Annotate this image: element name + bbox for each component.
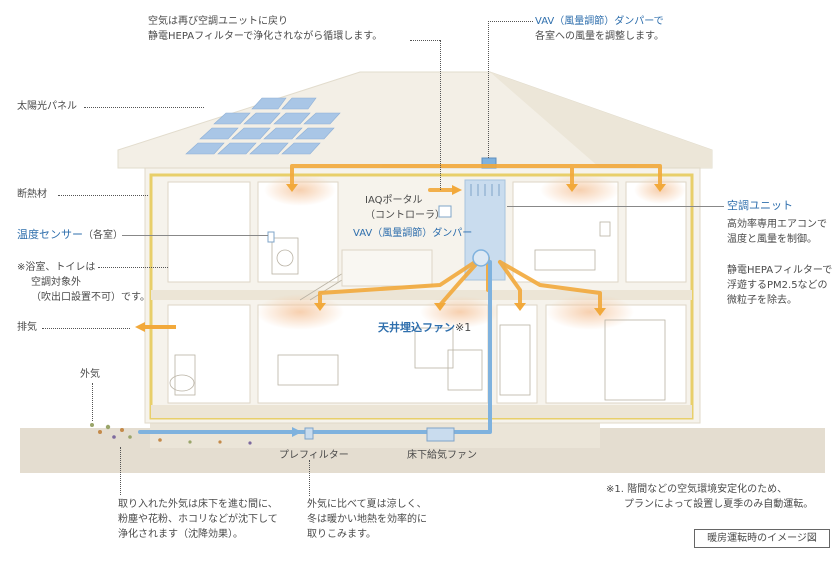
- footnote: ※1. 階間などの空気環境安定化のため、 プランによって設置し夏季のみ自動運転。: [606, 482, 813, 512]
- leader-vav-top: [488, 21, 533, 22]
- room-upper-1: [167, 181, 251, 283]
- bathroom-note: ※浴室、トイレは 空調対象外 （吹出口設置不可）です。: [17, 260, 150, 305]
- exhaust-label: 排気: [17, 322, 37, 333]
- intake-note-line-2: 粉塵や花粉、ホコリなどが沈下して: [118, 514, 278, 525]
- ac-desc-line-2: 温度と風量を制御。: [727, 234, 817, 245]
- solar-label: 太陽光パネル: [17, 101, 77, 112]
- vav-top-line-1: VAV（風量調節）ダンパーで: [535, 16, 664, 27]
- underfloor-fan: [426, 427, 455, 442]
- hepa-desc-line-3: 微粒子を除去。: [727, 295, 797, 306]
- geo-note-line-2: 冬は暖かい地熱を効率的に: [307, 514, 427, 525]
- leader-bathroom: [98, 267, 168, 268]
- bathroom-note-line-1: ※浴室、トイレは: [17, 262, 96, 273]
- temp-sensor-main: 温度センサー: [17, 228, 83, 241]
- iaq-line-1: IAQポータル: [365, 195, 423, 206]
- leader-temp-sensor: [122, 235, 268, 236]
- ac-desc: 高効率専用エアコンで 温度と風量を制御。: [727, 217, 827, 247]
- leader-vav-top-v: [488, 21, 489, 158]
- geo-note-line-3: 取りこみます。: [307, 529, 376, 540]
- vav-top-line-2: 各室への風量を調整します。: [535, 31, 664, 42]
- intake-note-line-3: 浄化されます（沈降効果）。: [118, 529, 243, 540]
- ac-desc-line-1: 高効率専用エアコンで: [727, 219, 827, 230]
- geo-note-line-1: 外気に比べて夏は涼しく、: [307, 499, 427, 510]
- vav-top-label: VAV（風量調節）ダンパーで 各室への風量を調整します。: [535, 14, 664, 44]
- insulation-label: 断熱材: [17, 189, 47, 200]
- warm-ducts: [290, 164, 662, 312]
- return-air-label: 空気は再び空調ユニットに戻り 静電HEPAフィルターで浄化されながら循環します。: [148, 14, 382, 44]
- room-lower-3: [496, 304, 538, 404]
- room-lower-1: [167, 304, 251, 404]
- iaq-label: IAQポータル （コントローラ）: [365, 193, 445, 223]
- temp-sensor-label: 温度センサー（各室）: [17, 227, 123, 243]
- bathroom-note-line-2: 空調対象外: [31, 277, 81, 288]
- footnote-line-1: ※1. 階間などの空気環境安定化のため、: [606, 484, 788, 495]
- hepa-desc: 静電HEPAフィルターで 浮遊するPM2.5などの 微粒子を除去。: [727, 263, 832, 308]
- temp-sensor-sub: （各室）: [83, 230, 123, 241]
- cool-arrowhead: [292, 427, 302, 437]
- prefilter-label: プレフィルター: [279, 450, 349, 461]
- hepa-desc-line-1: 静電HEPAフィルターで: [727, 265, 833, 276]
- leader-insulation: [58, 195, 148, 196]
- leader-ac-unit: [507, 206, 724, 207]
- cool-duct: [138, 260, 492, 434]
- leader-return-air-v: [440, 40, 441, 190]
- ac-unit-label: 空調ユニット: [727, 199, 793, 212]
- intake-note: 取り入れた外気は床下を進む間に、 粉塵や花粉、ホコリなどが沈下して 浄化されます…: [118, 497, 278, 542]
- iaq-portal: [438, 205, 452, 218]
- bathroom-note-line-3: （吹出口設置不可）です。: [31, 292, 150, 303]
- leader-outside-air: [92, 383, 93, 421]
- solar-panels: [185, 97, 341, 155]
- warm-arrowheads: [135, 184, 666, 332]
- stair-void: [341, 249, 433, 287]
- underfloor-fan-label: 床下給気ファン: [407, 450, 477, 461]
- temp-sensor: [267, 231, 275, 243]
- floor-slab-lower: [151, 405, 692, 418]
- roof-gable-right: [490, 72, 712, 168]
- leader-geo: [309, 460, 310, 496]
- ceiling-fan-label: 天井埋込ファン※1: [378, 320, 471, 335]
- vav-damper: [472, 249, 490, 267]
- leader-intake: [120, 447, 121, 495]
- outside-air-label: 外気: [80, 369, 100, 380]
- geo-note: 外気に比べて夏は涼しく、 冬は暖かい地熱を効率的に 取りこみます。: [307, 497, 427, 542]
- ceiling-fan-note: ※1: [455, 321, 472, 334]
- leader-exhaust: [42, 328, 130, 329]
- return-air-line-2: 静電HEPAフィルターで浄化されながら循環します。: [148, 31, 383, 42]
- outside-air-particles: [90, 423, 252, 445]
- leader-return-air: [410, 40, 440, 41]
- return-air-line-1: 空気は再び空調ユニットに戻り: [148, 16, 288, 27]
- prefilter: [304, 427, 314, 440]
- leader-solar: [84, 107, 204, 108]
- intake-note-line-1: 取り入れた外気は床下を進む間に、: [118, 499, 278, 510]
- ac-unit-vents: [470, 184, 500, 196]
- iaq-line-2: （コントローラ）: [365, 210, 445, 221]
- hepa-desc-line-2: 浮遊するPM2.5などの: [727, 280, 828, 291]
- caption: 暖房運転時のイメージ図: [694, 529, 830, 548]
- footnote-line-2: プランによって設置し夏季のみ自動運転。: [624, 499, 814, 510]
- vav-mid-label: VAV（風量調節）ダンパー: [353, 228, 473, 239]
- floor-slab: [151, 290, 692, 300]
- ceiling-fan-text: 天井埋込ファン: [378, 321, 455, 334]
